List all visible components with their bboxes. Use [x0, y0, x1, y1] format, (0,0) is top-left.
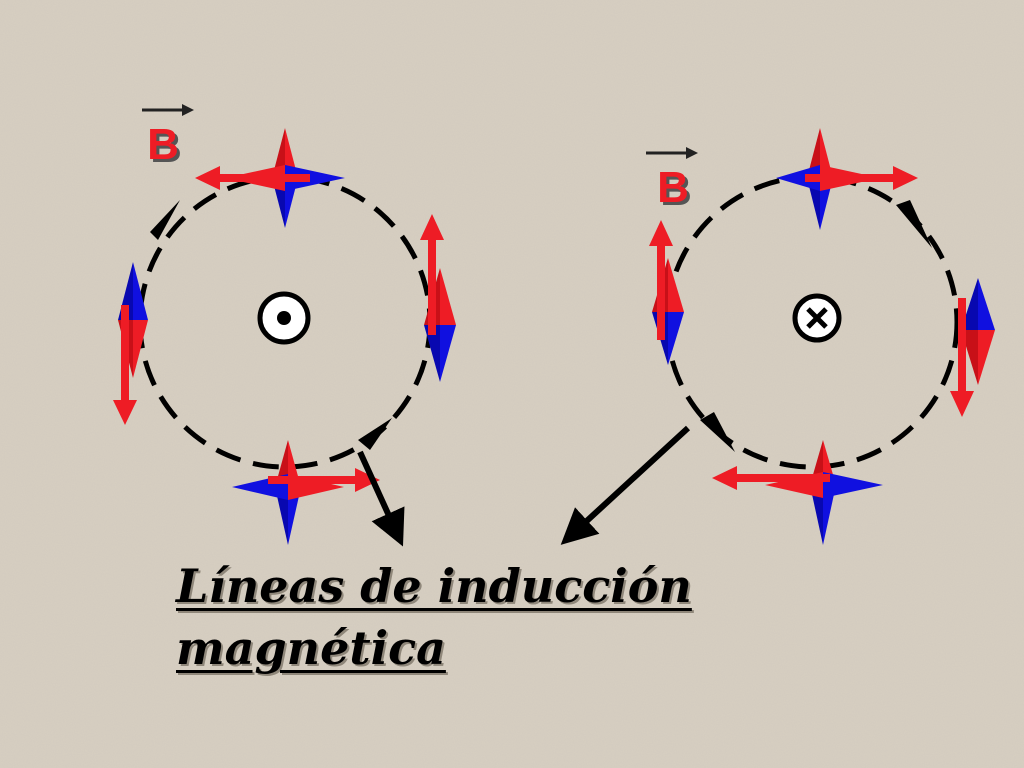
current-out-of-page-icon — [257, 291, 311, 345]
caption: Líneas de inducción magnética — [176, 555, 692, 679]
right-b-vector-label: B B — [646, 147, 698, 215]
field-vector-arrow — [195, 166, 310, 190]
field-vector-arrow — [950, 298, 974, 417]
right-b-label-shadow: B — [660, 166, 692, 215]
left-field-direction-arrowhead — [358, 418, 392, 450]
left-b-label: B — [147, 120, 179, 169]
compass-needle — [225, 128, 345, 228]
left-b-vector-label: B B — [142, 104, 194, 172]
caption-line-1: Líneas de inducción — [176, 559, 692, 613]
field-vector-arrow — [712, 466, 830, 490]
right-b-label: B — [657, 163, 689, 212]
left-pointer-arrow — [357, 450, 405, 547]
left-b-label-shadow: B — [150, 123, 182, 172]
right-field-direction-arrowhead — [700, 412, 735, 452]
left-field: B B — [113, 104, 456, 545]
field-vector-arrow — [268, 468, 380, 492]
current-into-page-icon — [792, 293, 842, 343]
right-pointer-arrow — [560, 425, 691, 545]
field-vector-arrow — [649, 220, 673, 340]
right-field-direction-arrowhead — [896, 200, 932, 248]
field-vector-arrow — [805, 166, 918, 190]
field-vector-arrow — [420, 214, 444, 335]
field-vector-arrow — [113, 305, 137, 425]
right-field: B B — [646, 128, 995, 545]
caption-line-2: magnética — [176, 621, 446, 675]
left-field-direction-arrowhead — [150, 200, 180, 240]
